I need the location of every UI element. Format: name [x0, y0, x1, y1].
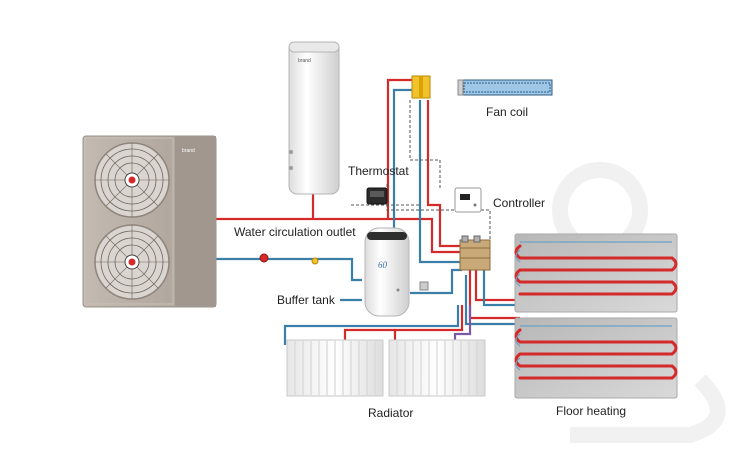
radiator-left-icon	[286, 339, 384, 397]
svg-text:60: 60	[378, 260, 388, 270]
return-pipe-radiator	[283, 305, 460, 345]
heat-pump-unit: brand	[82, 135, 217, 308]
watermark	[552, 162, 726, 443]
return-pipe-up	[392, 88, 412, 260]
floor-heating-top-icon	[514, 233, 678, 313]
thermostat-label: Thermostat	[348, 164, 409, 178]
pipe-network	[216, 78, 520, 345]
supply-pipe-radiator	[393, 305, 464, 345]
supply-pipe-up	[386, 78, 412, 219]
signal-wires	[351, 100, 491, 240]
fan-bottom-icon	[94, 224, 170, 300]
svg-text:brand: brand	[182, 148, 195, 154]
controller-icon	[454, 187, 482, 213]
thermostat-icon	[366, 187, 388, 205]
floor-heating-label: Floor heating	[556, 404, 627, 418]
buffer-tank-icon: 60	[259, 227, 429, 317]
svg-text:brand: brand	[298, 58, 311, 64]
fan-coil-icon	[411, 75, 553, 99]
fan-top-icon	[94, 142, 170, 218]
hot-water-tank-icon: brand	[288, 41, 340, 195]
radiator-right-icon	[388, 339, 486, 397]
return-pipe-main	[216, 257, 362, 282]
water-outlet-label: Water circulation outlet	[234, 225, 356, 239]
supply-pipe-fancoil-drop	[426, 100, 462, 248]
fan-coil-label: Fan coil	[486, 105, 529, 119]
return-pipe-buffer	[410, 268, 462, 295]
supply-pipe-floor1	[474, 268, 520, 302]
return-pipe-fancoil	[418, 100, 462, 264]
return-pipe-floor2	[464, 275, 520, 326]
buffer-tank-label: Buffer tank	[277, 293, 335, 307]
supply-pipe-floor2	[468, 270, 520, 320]
radiator-label: Radiator	[368, 406, 414, 420]
controller-label: Controller	[493, 196, 546, 210]
return-pipe-floor1	[482, 270, 520, 307]
floor-heating-bottom-icon	[514, 317, 678, 399]
manifold-icon	[459, 235, 491, 271]
